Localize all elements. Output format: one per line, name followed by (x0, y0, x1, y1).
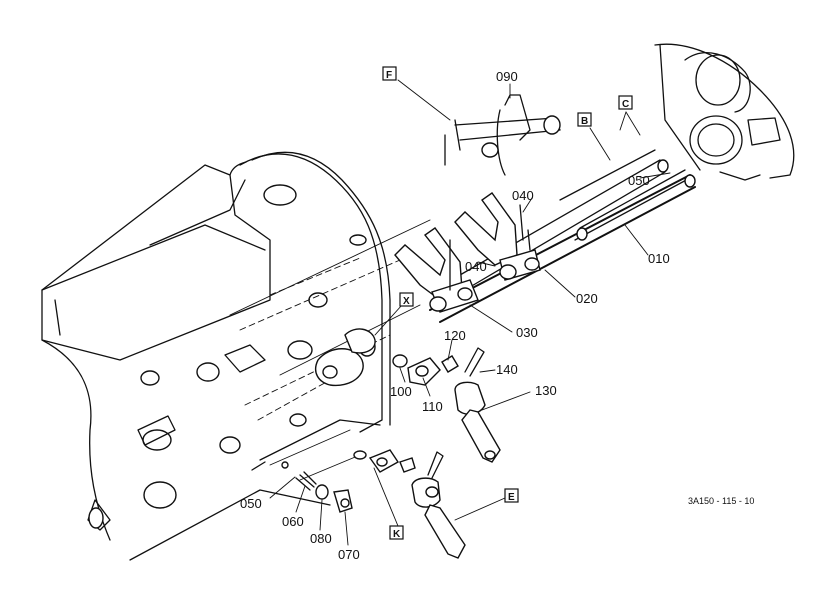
callout-060: 060 (282, 514, 304, 529)
transmission-housing (41, 43, 795, 561)
callout-050-upper: 050 (628, 173, 650, 188)
ref-box-f: F (382, 66, 397, 81)
callout-030: 030 (516, 325, 538, 340)
callout-010: 010 (648, 251, 670, 266)
svg-text:C: C (622, 99, 629, 110)
svg-text:B: B (581, 116, 588, 127)
ref-box-e: E (504, 488, 519, 503)
drawing-code: 3A150 - 115 - 10 (688, 496, 754, 506)
callout-120: 120 (444, 328, 466, 343)
callout-020: 020 (576, 291, 598, 306)
ref-box-c: C (618, 95, 633, 110)
callout-040-lower: 040 (465, 259, 487, 274)
reference-boxes: F B C X K E (382, 66, 633, 540)
ref-box-x: X (399, 292, 414, 307)
callout-090: 090 (496, 69, 518, 84)
callout-070: 070 (338, 547, 360, 562)
lever-hardware (314, 328, 501, 463)
callout-050-lower: 050 (240, 496, 262, 511)
callout-040-upper: 040 (512, 188, 534, 203)
shift-forks (394, 192, 541, 313)
ref-box-k: K (389, 525, 404, 540)
callout-100: 100 (390, 384, 412, 399)
lower-hardware (281, 449, 466, 559)
callout-110: 110 (422, 399, 443, 414)
svg-text:E: E (508, 492, 515, 503)
callout-140: 140 (496, 362, 518, 377)
callout-080: 080 (310, 531, 332, 546)
ref-box-b: B (577, 112, 592, 127)
svg-text:F: F (386, 70, 392, 81)
leader-lines (269, 79, 671, 546)
shift-rod-assembly (429, 94, 696, 323)
callout-130: 130 (535, 383, 557, 398)
svg-text:X: X (403, 296, 410, 307)
part-callouts: 010 020 030 040 040 050 050 060 070 080 … (240, 69, 670, 562)
svg-text:K: K (393, 529, 401, 540)
